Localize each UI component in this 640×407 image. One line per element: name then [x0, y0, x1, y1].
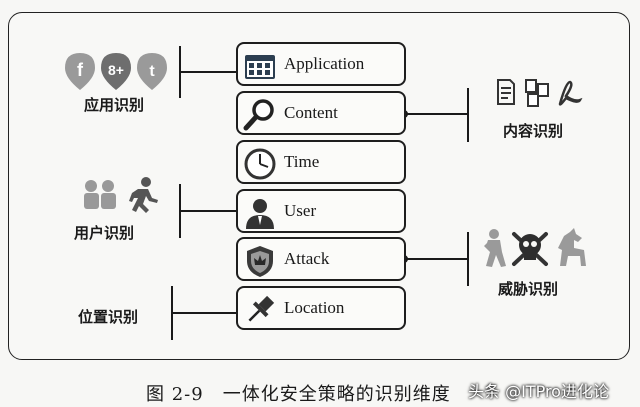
app-window-icon: [245, 55, 275, 79]
magnifier-icon: [243, 99, 274, 131]
dimension-content: Content: [236, 91, 406, 135]
user-decor-icons: [84, 177, 158, 213]
pdf-icon: [558, 80, 583, 106]
document-icon: [497, 79, 515, 105]
dimension-label: Application: [284, 54, 365, 73]
dimension-label: User: [284, 201, 317, 220]
group-label-threat: 威胁识别: [498, 280, 559, 298]
running-man-icon: [129, 177, 158, 213]
dimension-user: User: [236, 189, 406, 233]
clock-icon: [244, 148, 276, 180]
content-decor-icons: [497, 79, 583, 107]
twitter-icon: t: [137, 53, 167, 90]
dimension-label: Location: [284, 298, 345, 317]
group-label-app: 应用识别: [84, 96, 145, 114]
user-group-icon: [84, 180, 116, 209]
trojan-horse-icon: [558, 228, 586, 266]
dimension-application: Application: [236, 42, 406, 86]
group-label-user: 用户识别: [74, 224, 135, 242]
group-label-content: 内容识别: [503, 122, 564, 140]
watermark: 头条 @ITPro进化论: [468, 382, 609, 401]
threat-decor-icons: [484, 228, 586, 267]
dimension-label: Content: [284, 103, 338, 122]
dimension-label: Time: [284, 152, 320, 171]
svg-text:8+: 8+: [108, 62, 124, 78]
shield-icon: [247, 246, 273, 277]
svg-text:t: t: [149, 63, 155, 80]
dimension-attack: Attack: [236, 237, 406, 281]
google-plus-icon: 8+: [101, 53, 131, 90]
dimension-location: Location: [236, 286, 406, 330]
dimension-label: Attack: [284, 249, 330, 268]
figure-caption: 图 2-9 一体化安全策略的识别维度: [146, 384, 451, 405]
user-icon: [246, 199, 274, 229]
app-decor-icons: f 8+ t: [65, 53, 167, 90]
skull-crossbones-icon: [512, 232, 548, 266]
ninja-icon: [484, 229, 506, 267]
svg-text:f: f: [77, 60, 84, 80]
dimension-time: Time: [236, 140, 406, 184]
group-label-location: 位置识别: [78, 308, 139, 326]
pushpin-icon: [248, 295, 275, 322]
files-icon: [525, 79, 549, 107]
facebook-icon: f: [65, 53, 95, 90]
